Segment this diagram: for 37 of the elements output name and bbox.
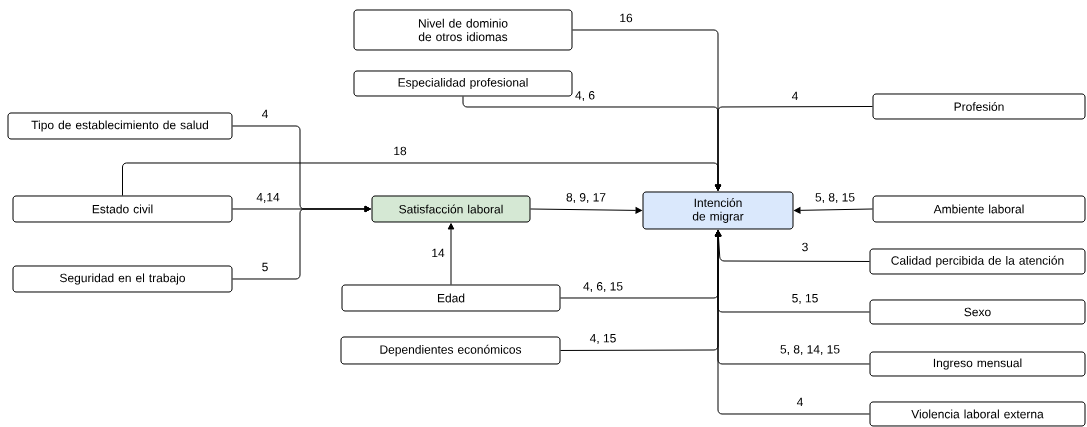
edge-label: 4 (261, 109, 268, 119)
arrow (714, 230, 870, 415)
factor-box: Profesión (872, 93, 1086, 120)
factor-box: Edad (341, 284, 561, 312)
edge-label: 4, 6, 15 (583, 282, 623, 292)
edge-label: 4 (796, 397, 803, 407)
edge-label: 8, 9, 17 (566, 193, 606, 203)
edge-label: 16 (620, 13, 633, 23)
factor-box: Calidad percibida de la atención (869, 248, 1086, 275)
factor-box: Ingreso mensual (869, 351, 1086, 377)
arrow (122, 162, 722, 196)
edge-label: 4,14 (256, 193, 280, 203)
factor-box: Sexo (869, 299, 1086, 325)
arrow (794, 207, 873, 214)
edge-label: 5, 8, 14, 15 (780, 345, 840, 355)
edge-label: 18 (394, 146, 407, 156)
edge-label: 14 (432, 248, 445, 258)
edge-label: 4, 15 (589, 334, 616, 344)
arrow (447, 223, 455, 285)
factor-box: Seguridad en el trabajo (12, 265, 233, 293)
edge-label: 5 (262, 262, 268, 272)
edge-label: 4 (791, 91, 798, 101)
factor-box: Nivel de dominio de otros idiomas (353, 9, 573, 51)
edge-label: 5, 15 (792, 294, 818, 304)
arrow (232, 205, 371, 280)
arrow (530, 207, 642, 214)
factor-box: Tipo de establecimiento de salud (7, 112, 233, 140)
edge-label: 3 (802, 242, 808, 252)
edge-label: 5, 8, 15 (815, 193, 855, 203)
outcome-box: Intención de migrar (642, 191, 794, 230)
factor-box: Violencia laboral externa (869, 401, 1086, 427)
factor-box: Dependientes económicos (340, 336, 561, 365)
factor-box: Especialidad profesional (353, 70, 573, 97)
edge-label: 4, 6 (575, 91, 595, 101)
mediator-box: Satisfacción laboral (371, 195, 531, 223)
factor-box: Estado civil (12, 195, 233, 223)
factor-box: Ambiente laboral (872, 195, 1086, 223)
